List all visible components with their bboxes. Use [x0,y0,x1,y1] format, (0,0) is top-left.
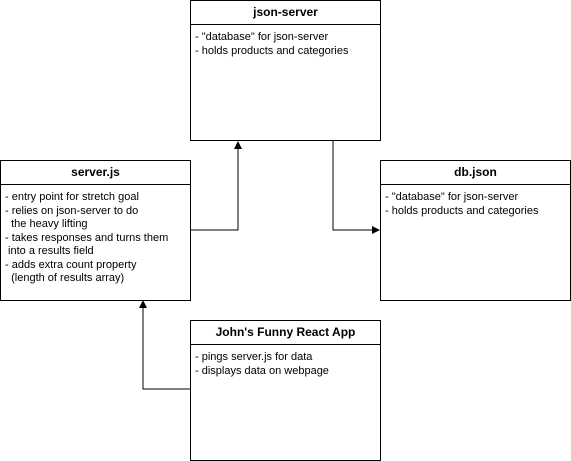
description-line: - "database" for json-server [385,191,519,203]
json-server-description: - "database" for json-server - holds pro… [191,25,380,58]
description-line: - relies on json-server to do [5,204,139,217]
description-line: - entry point for stretch goal [5,191,139,203]
db-json-title: db.json [381,161,570,185]
description-line: - adds extra count property [5,258,137,271]
arrow-reactapp-to-serverjs [139,300,190,390]
description-line: - displays data on webpage [195,364,329,377]
arrow-jsonserver-to-dbjson [332,140,380,234]
react-app-box: John's Funny React App - pings server.js… [190,320,381,461]
db-json-description: - "database" for json-server - holds pro… [381,185,570,218]
description-line: - holds products and categories [195,44,349,57]
description-line: - holds products and categories [385,204,539,217]
react-app-description: - pings server.js for data - displays da… [191,345,380,378]
server-js-description: - entry point for stretch goal - relies … [1,185,190,286]
arrow-serverjs-to-jsonserver [190,141,242,231]
server-js-title: server.js [1,161,190,185]
description-line: into a results field [5,245,94,257]
description-line: - takes responses and turns them [5,231,169,244]
description-line: - "database" for json-server [195,31,329,43]
description-line: (length of results array) [5,272,125,284]
description-line: the heavy lifting [5,218,88,230]
db-json-box: db.json - "database" for json-server - h… [380,160,571,301]
json-server-title: json-server [191,1,380,25]
description-line: - pings server.js for data [195,351,313,363]
react-app-title: John's Funny React App [191,321,380,345]
json-server-box: json-server - "database" for json-server… [190,0,381,141]
server-js-box: server.js - entry point for stretch goal… [0,160,191,301]
